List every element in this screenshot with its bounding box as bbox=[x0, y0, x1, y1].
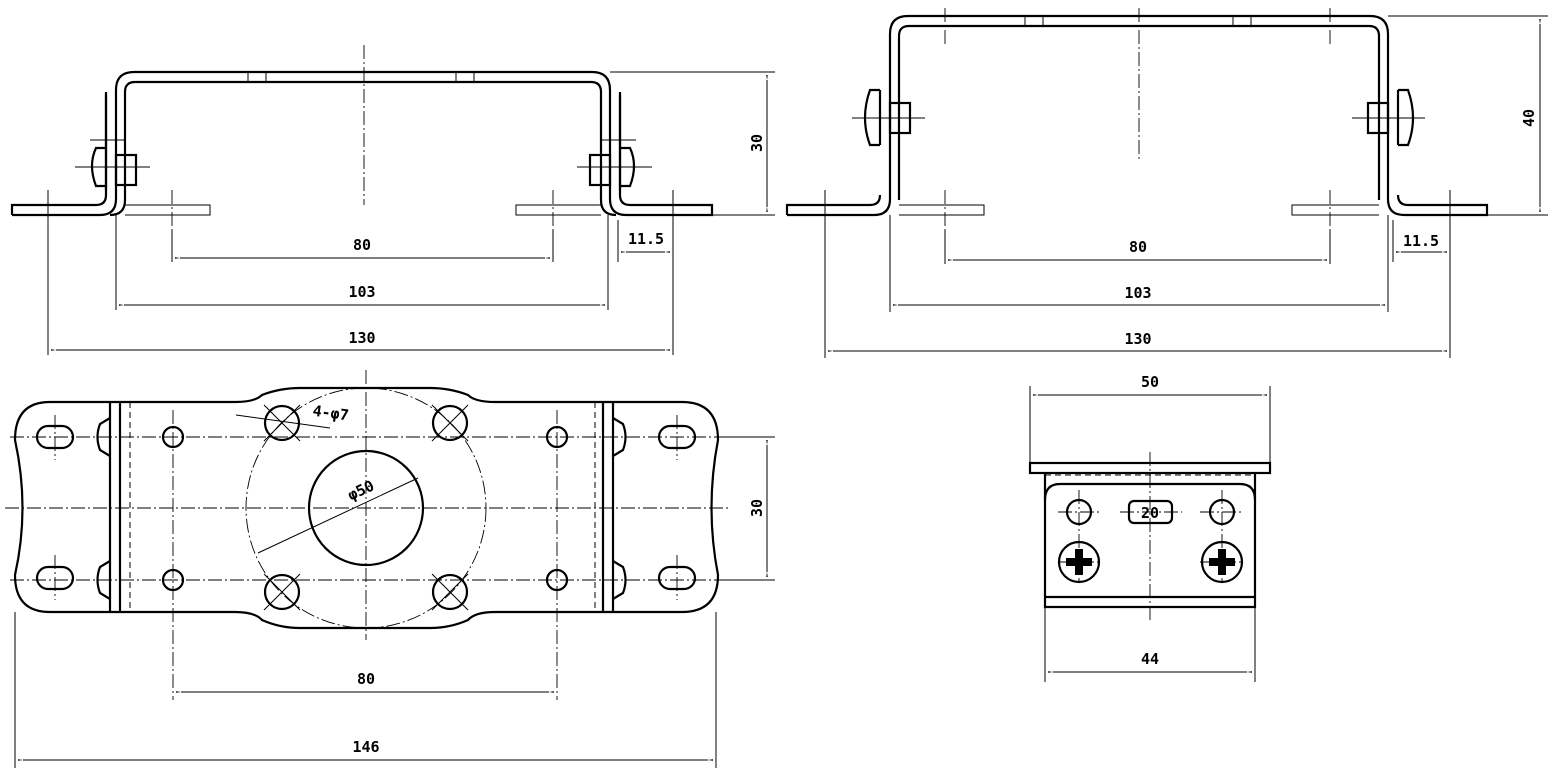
dim-overall-width: 130 bbox=[1124, 330, 1151, 348]
dim-inner-width: 103 bbox=[348, 283, 375, 301]
dim-bottom-width: 44 bbox=[1141, 650, 1159, 668]
front-view-30: 30 80 103 130 11.5 bbox=[10, 45, 775, 355]
plate-label: 20 bbox=[1141, 504, 1159, 522]
dim-slot-spacing: 30 bbox=[748, 499, 766, 517]
holes-label: 4-φ7 bbox=[312, 402, 350, 425]
dim-hole-spacing: 80 bbox=[357, 670, 375, 688]
dim-height: 30 bbox=[748, 134, 766, 152]
dim-overall-length: 146 bbox=[352, 738, 379, 756]
side-view: 50 20 44 bbox=[1028, 373, 1272, 682]
dim-height: 40 bbox=[1520, 109, 1538, 127]
front-view-40: 40 80 103 130 11.5 bbox=[785, 8, 1548, 358]
dim-inner-width: 103 bbox=[1124, 284, 1151, 302]
dim-flange: 11.5 bbox=[628, 230, 664, 248]
dim-top-width: 50 bbox=[1141, 373, 1159, 391]
bore-label: φ50 bbox=[345, 477, 377, 505]
dim-hole-spacing: 80 bbox=[1129, 238, 1147, 256]
dim-hole-spacing: 80 bbox=[353, 236, 371, 254]
dim-overall-width: 130 bbox=[348, 329, 375, 347]
dim-flange: 11.5 bbox=[1403, 232, 1439, 250]
top-view: 4-φ7 φ50 30 80 146 bbox=[5, 370, 775, 768]
